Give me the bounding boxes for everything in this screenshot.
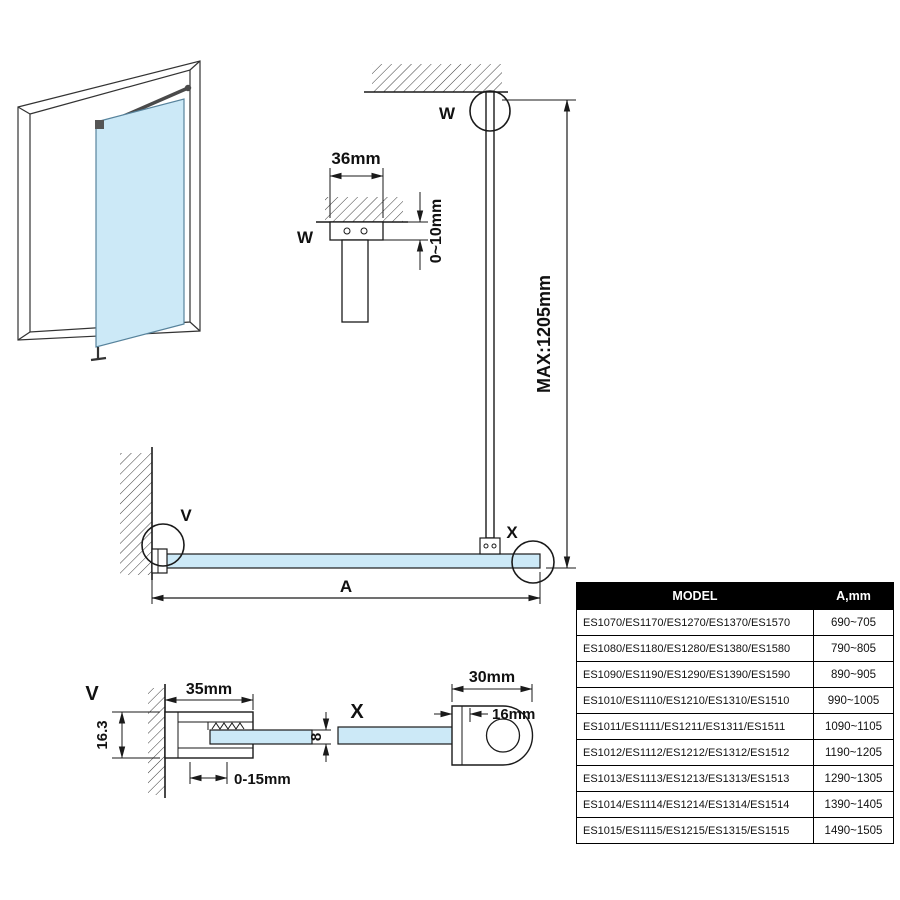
left-wall-hatch: [120, 453, 152, 575]
a-mm-cell: 690~705: [813, 609, 894, 636]
glass-panel-plan: [151, 553, 541, 569]
bracket-plate: [329, 221, 384, 241]
model-cell: ES1013/ES1113/ES1213/ES1313/ES1513: [576, 765, 814, 792]
a-mm-cell: 1190~1205: [813, 739, 894, 766]
screw-icon: [483, 543, 489, 549]
label-w: W: [439, 104, 456, 123]
dim-0-10mm: 0~10mm: [383, 192, 445, 270]
a-mm-cell: 1490~1505: [813, 817, 894, 844]
dim-35mm: 35mm: [164, 681, 254, 710]
dim-36mm-label: 36mm: [331, 149, 380, 168]
rod-bottom-bracket: [479, 537, 501, 555]
table-row: ES1090/ES1190/ES1290/ES1390/ES1590 890~9…: [576, 661, 894, 688]
support-rod: [485, 91, 495, 539]
detail-x: X 30mm 16mm: [337, 669, 535, 766]
model-cell: ES1014/ES1114/ES1214/ES1314/ES1514: [576, 791, 814, 818]
table-row: ES1013/ES1113/ES1213/ES1313/ES1513 1290~…: [576, 765, 894, 792]
dim-16-3-label: 16.3: [94, 720, 111, 749]
model-cell: ES1015/ES1115/ES1215/ES1315/ES1515: [576, 817, 814, 844]
callout-circle-w: [469, 90, 511, 132]
dim-0-10mm-label: 0~10mm: [428, 199, 445, 264]
detail-x-label: X: [350, 701, 364, 723]
screw-icon: [360, 227, 368, 235]
detail-w-label: W: [297, 228, 314, 247]
dim-a-label: A: [340, 577, 352, 596]
screw-icon: [491, 543, 497, 549]
iso-bar-wall-fitting: [184, 84, 192, 92]
dim-30mm: 30mm: [451, 669, 533, 702]
col-header-model: MODEL: [576, 582, 814, 610]
table-row: ES1011/ES1111/ES1211/ES1311/ES1511 1090~…: [576, 713, 894, 740]
ceiling-hatch: [325, 197, 403, 222]
label-v: V: [180, 506, 192, 525]
dim-16mm: 16mm: [434, 706, 535, 723]
col-header-a-mm: A,mm: [813, 582, 894, 610]
a-mm-cell: 1290~1305: [813, 765, 894, 792]
dim-a: A: [151, 572, 541, 604]
model-cell: ES1080/ES1180/ES1280/ES1380/ES1580: [576, 635, 814, 662]
glass-section-v: [209, 729, 313, 745]
screw-icon: [343, 227, 351, 235]
iso-bar-glass-fitting: [95, 120, 104, 129]
dim-max-height: MAX:1205mm: [502, 99, 576, 569]
dim-8-label: 8: [308, 733, 325, 741]
model-cell: ES1012/ES1112/ES1212/ES1312/ES1512: [576, 739, 814, 766]
clamp-spring: [211, 722, 245, 730]
table-row: ES1014/ES1114/ES1214/ES1314/ES1514 1390~…: [576, 791, 894, 818]
dim-30mm-label: 30mm: [469, 669, 515, 686]
table-row: ES1010/ES1110/ES1210/ES1310/ES1510 990~1…: [576, 687, 894, 714]
a-mm-cell: 1390~1405: [813, 791, 894, 818]
top-wall-hatch: [372, 64, 502, 92]
elevation-view: W MAX:1205mm V X A: [120, 64, 576, 604]
wall-profile-plan: [151, 548, 168, 574]
dim-16mm-label: 16mm: [492, 706, 535, 723]
table-row: ES1015/ES1115/ES1215/ES1315/ES1515 1490~…: [576, 817, 894, 844]
support-rod-section: [341, 239, 369, 323]
dim-8: 8: [308, 712, 331, 762]
callout-circle-x: [511, 540, 555, 584]
callout-circle-v: [141, 523, 185, 567]
table-header-row: MODEL A,mm: [576, 582, 894, 610]
table-row: ES1080/ES1180/ES1280/ES1380/ES1580 790~8…: [576, 635, 894, 662]
glass-section-x: [337, 726, 463, 745]
dim-max-label: MAX:1205mm: [534, 275, 554, 393]
detail-w: 36mm 0~10mm W: [297, 149, 445, 323]
isometric-view: [17, 60, 201, 362]
rod-hole: [485, 718, 521, 753]
table-row: ES1070/ES1170/ES1270/ES1370/ES1570 690~7…: [576, 609, 894, 636]
a-mm-cell: 890~905: [813, 661, 894, 688]
a-mm-cell: 1090~1105: [813, 713, 894, 740]
dim-0-15mm: 0-15mm: [189, 762, 291, 788]
table-row: ES1012/ES1112/ES1212/ES1312/ES1512 1190~…: [576, 739, 894, 766]
model-cell: ES1070/ES1170/ES1270/ES1370/ES1570: [576, 609, 814, 636]
dim-16-3: 16.3: [94, 711, 160, 759]
detail-v-label: V: [85, 683, 99, 705]
model-cell: ES1090/ES1190/ES1290/ES1390/ES1590: [576, 661, 814, 688]
wall-hatch: [148, 688, 165, 795]
a-mm-cell: 990~1005: [813, 687, 894, 714]
label-x: X: [506, 523, 518, 542]
iso-glass-panel: [95, 98, 185, 348]
dim-36mm: 36mm: [329, 149, 384, 218]
dim-35mm-label: 35mm: [186, 681, 232, 698]
dim-0-15mm-label: 0-15mm: [234, 771, 291, 788]
model-cell: ES1011/ES1111/ES1211/ES1311/ES1511: [576, 713, 814, 740]
model-spec-table: MODEL A,mm ES1070/ES1170/ES1270/ES1370/E…: [576, 582, 894, 844]
model-cell: ES1010/ES1110/ES1210/ES1310/ES1510: [576, 687, 814, 714]
detail-v: V 35mm 16.3 8: [85, 681, 331, 798]
a-mm-cell: 790~805: [813, 635, 894, 662]
